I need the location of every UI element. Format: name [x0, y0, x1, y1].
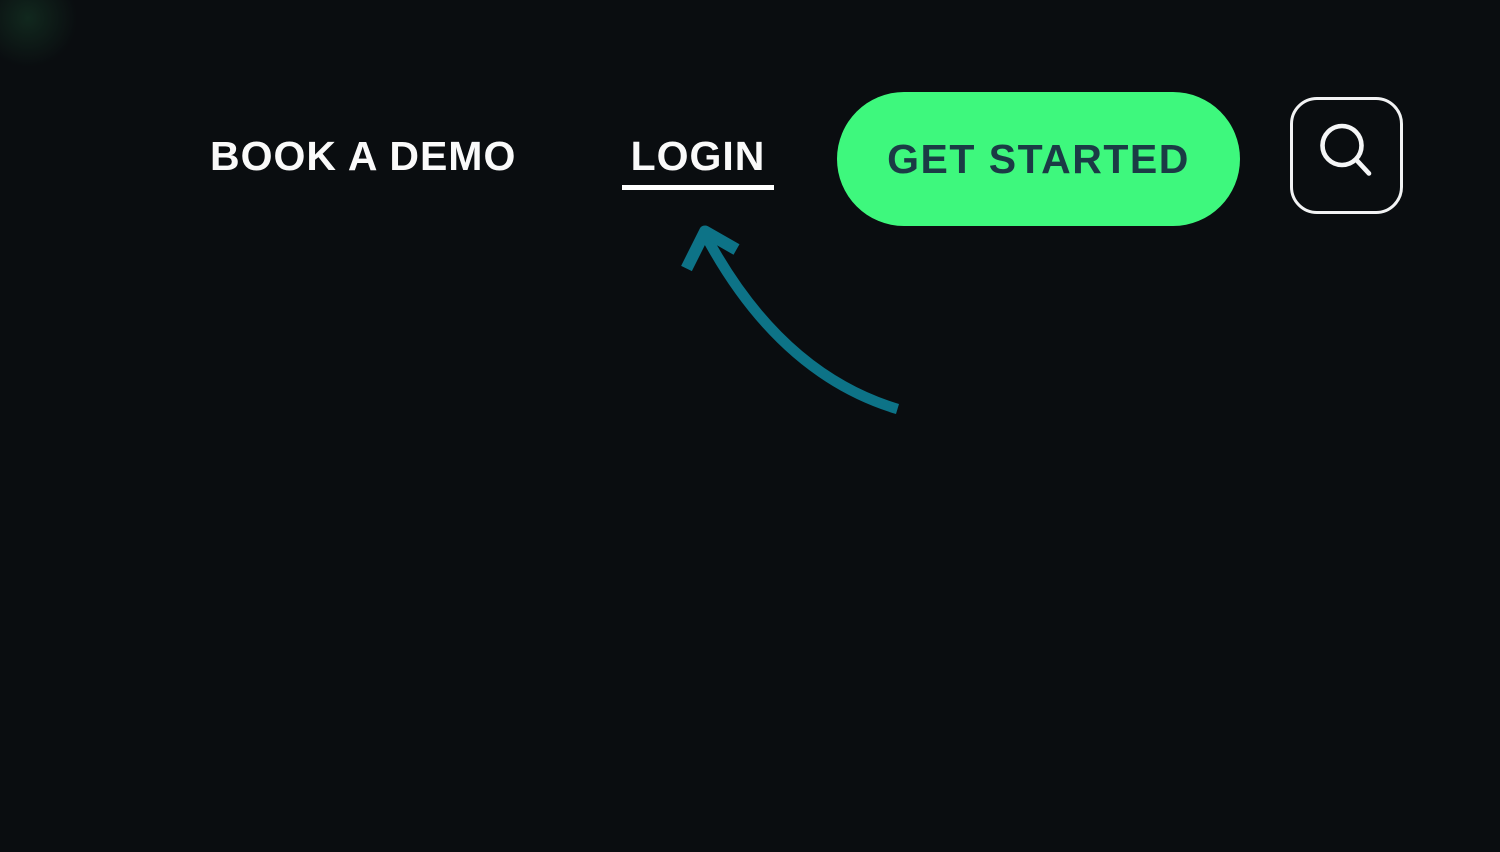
nav-link-book-a-demo[interactable]: BOOK A DEMO [210, 133, 517, 179]
get-started-button[interactable]: GET STARTED [837, 92, 1240, 226]
nav-link-login[interactable]: LOGIN [622, 134, 774, 190]
get-started-label: GET STARTED [887, 135, 1190, 182]
search-icon [1320, 123, 1372, 176]
arrow-head [681, 225, 740, 272]
search-button[interactable] [1290, 97, 1403, 214]
arrow-shaft [702, 236, 900, 415]
login-label: LOGIN [630, 133, 766, 179]
login-underline [622, 185, 774, 190]
